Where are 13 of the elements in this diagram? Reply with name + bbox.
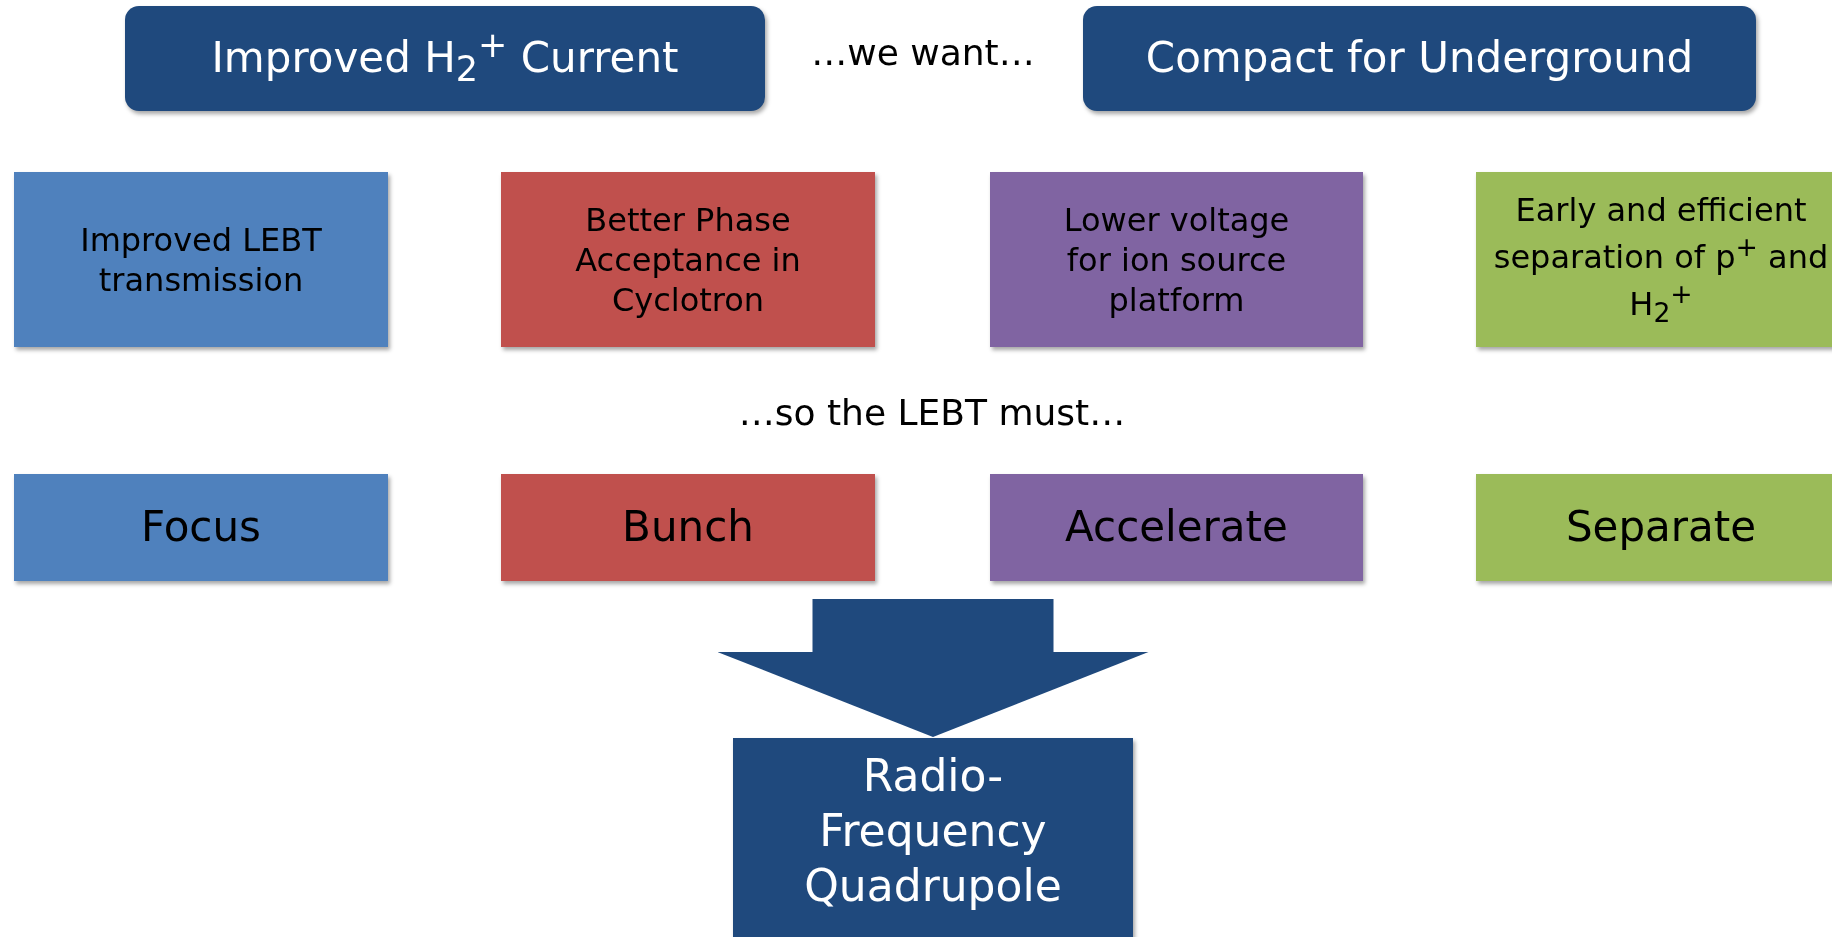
result-box: Radio-Frequency Quadrupole: [733, 738, 1133, 937]
requirement-box: Lower voltage for ion source platform: [990, 172, 1363, 347]
requirement-box: Focus: [14, 474, 388, 581]
requirement-box: Accelerate: [990, 474, 1363, 581]
requirement-box: Separate: [1476, 474, 1832, 581]
requirement-box: Better Phase Acceptance in Cyclotron: [501, 172, 875, 347]
block-arrow: [717, 599, 1149, 737]
requirement-box: Improved LEBT transmission: [14, 172, 388, 347]
connector-text: …so the LEBT must…: [738, 392, 1126, 433]
requirement-box: Bunch: [501, 474, 875, 581]
connector-text: …we want…: [811, 32, 1035, 73]
goal-box: Compact for Underground: [1083, 6, 1756, 111]
goal-box: Improved H$_{2}$$^{+}$ Current: [125, 6, 765, 111]
